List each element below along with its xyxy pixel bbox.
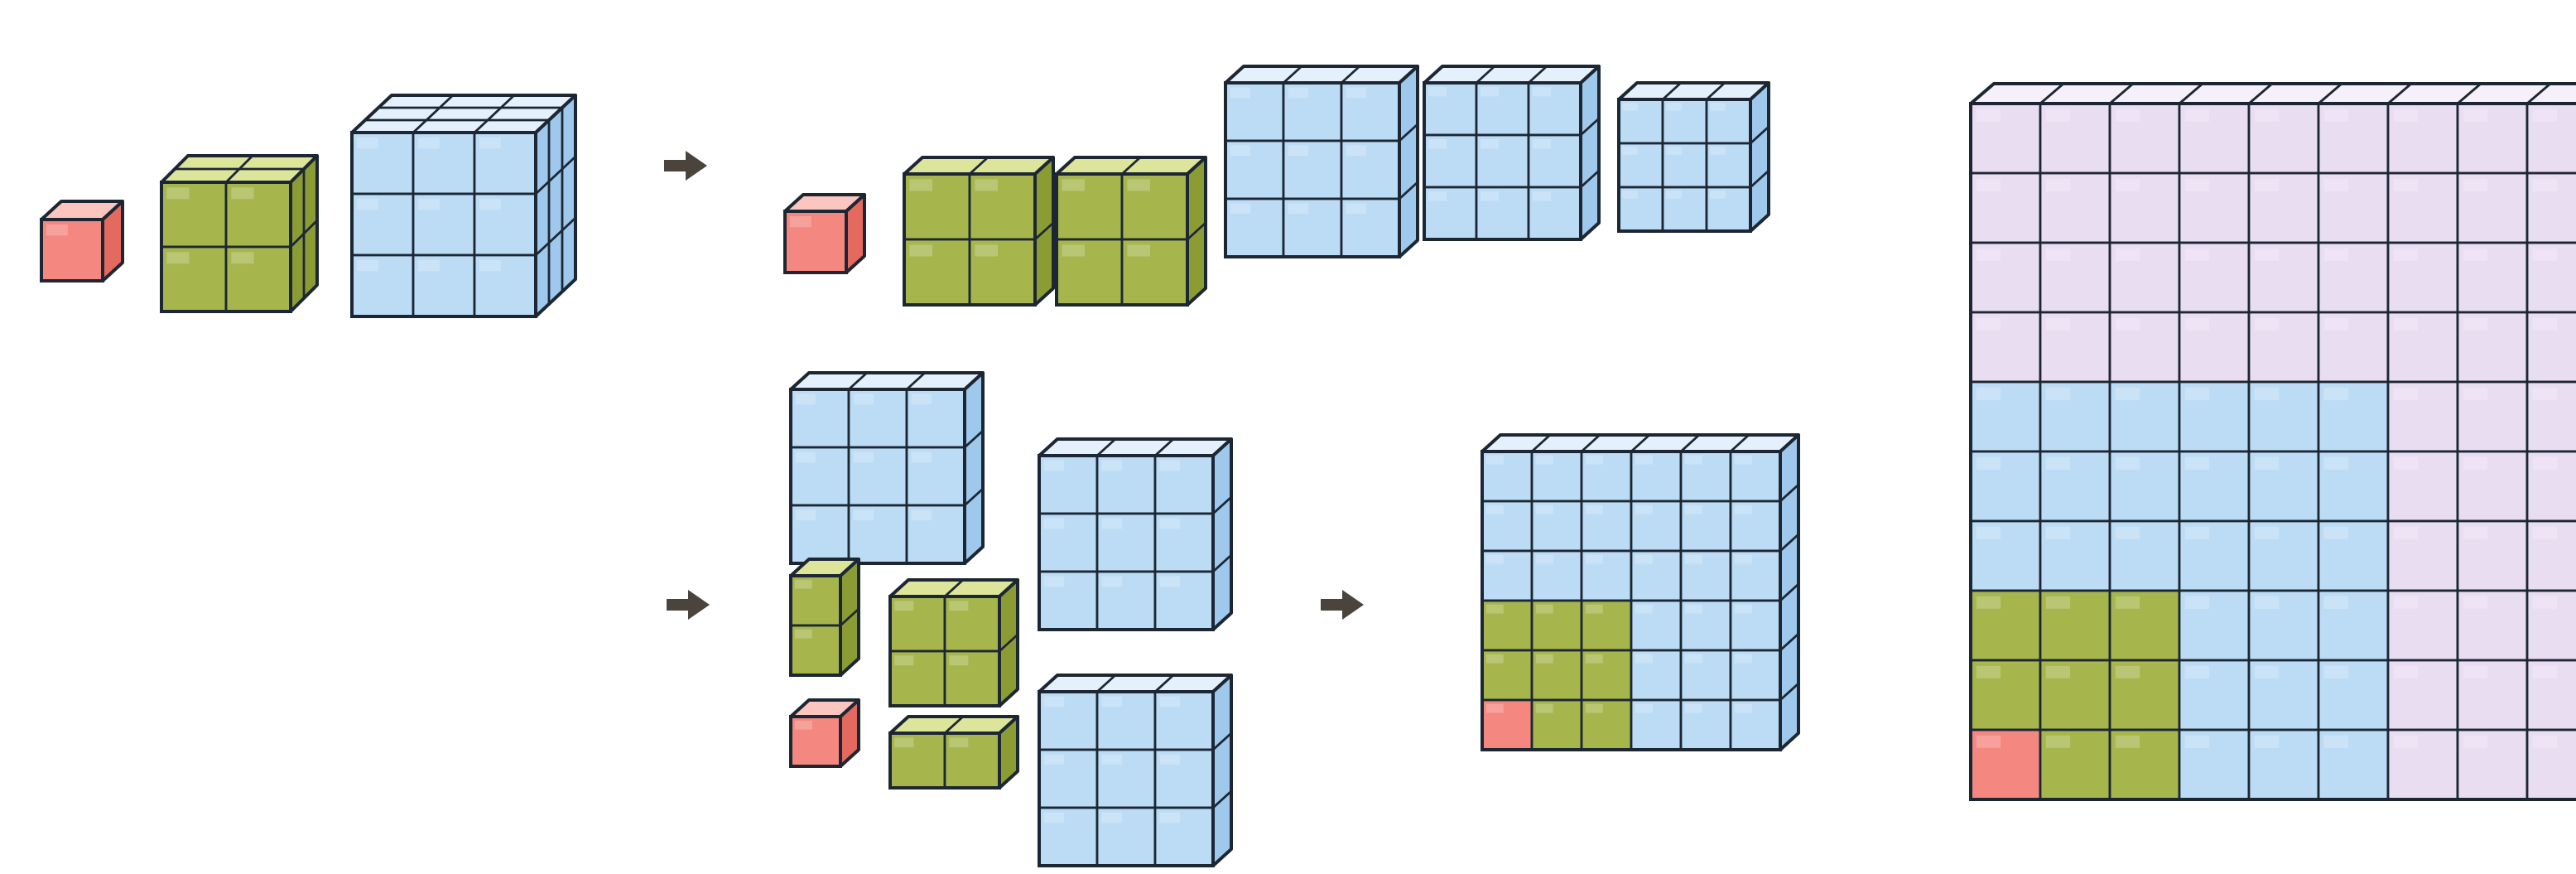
right-arrow-icon <box>667 590 710 620</box>
right-arrow-icon <box>664 151 707 181</box>
green-bar-vertical <box>789 558 860 677</box>
blue-layer-3 <box>1617 81 1770 233</box>
blue-layer-b <box>1038 437 1233 631</box>
blue-cube-3x3x3 <box>350 94 577 318</box>
green-cube-2x2x2 <box>160 154 319 313</box>
assembled-square-6x6 <box>1481 433 1800 751</box>
red-unit-cube <box>40 200 124 282</box>
green-layer-1 <box>903 156 1055 307</box>
blue-layer-a <box>789 371 985 565</box>
blue-layer-2 <box>1423 65 1601 241</box>
green-bar-horizontal <box>888 715 1019 789</box>
green-layer-square <box>888 578 1019 707</box>
blue-layer-1 <box>1224 65 1419 258</box>
green-layer-2 <box>1055 156 1207 307</box>
right-arrow-icon <box>1321 590 1364 620</box>
red-unit-cube-copy <box>783 193 866 274</box>
red-unit-piece <box>789 698 860 768</box>
blue-layer-c <box>1038 674 1233 867</box>
next-square-10x10 <box>1969 82 2576 801</box>
